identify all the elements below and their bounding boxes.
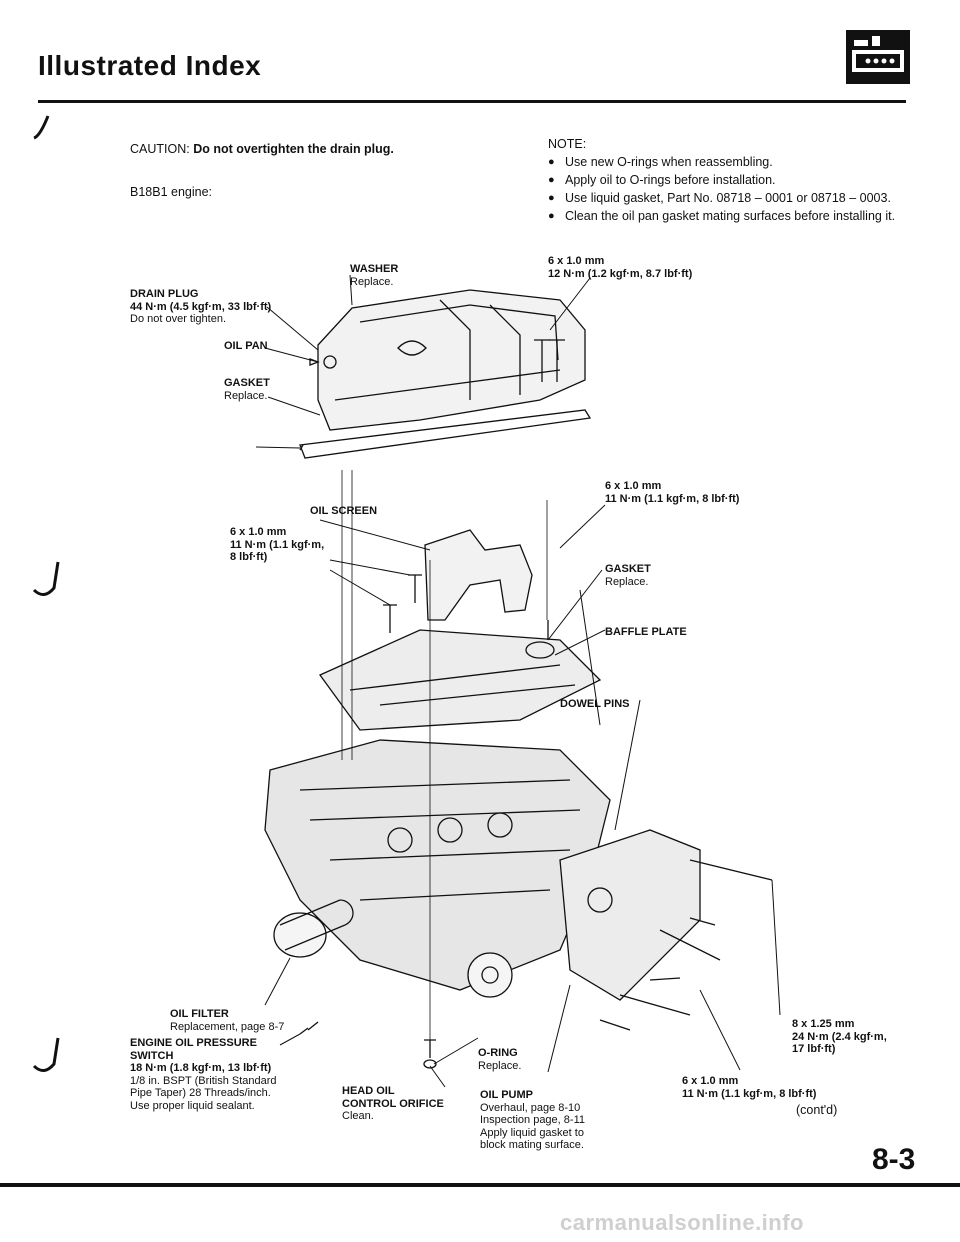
pump-bolt-label: 6 x 1.0 mm 11 N·m (1.1 kgf·m, 8 lbf·ft) xyxy=(682,1075,817,1100)
drain-plug-label: DRAIN PLUG 44 N·m (4.5 kgf·m, 33 lbf·ft)… xyxy=(130,288,272,325)
notes-block: NOTE: Use new O-rings when reassembling.… xyxy=(548,136,918,226)
page-title: Illustrated Index xyxy=(38,50,262,81)
watermark: carmanualsonline.info xyxy=(560,1210,804,1235)
oil-screen-label: OIL SCREEN xyxy=(310,505,378,517)
oil-screen-shape xyxy=(424,529,533,621)
notes-title: NOTE: xyxy=(548,137,587,151)
note-item: Use new O-rings when reassembling. xyxy=(548,154,918,170)
header-rule xyxy=(38,100,906,103)
baffle-plate-label: BAFFLE PLATE xyxy=(605,626,687,638)
pan-bolt-shape xyxy=(534,339,550,382)
note-item: Clean the oil pan gasket mating surfaces… xyxy=(548,208,918,224)
oil-pan-gasket-shape xyxy=(299,409,592,459)
leader-lines xyxy=(255,274,781,1088)
oil-filter-label: OIL FILTER Replacement, page 8-7 xyxy=(170,1008,285,1033)
note-item: Use liquid gasket, Part No. 08718 – 0001… xyxy=(548,190,918,206)
screen-gasket-shape xyxy=(525,641,555,659)
pump-bolt-shape xyxy=(689,859,773,881)
pan-bolt-label: 6 x 1.0 mm 12 N·m (1.2 kgf·m, 8.7 lbf·ft… xyxy=(548,255,693,280)
note-item: Apply oil to O-rings before installation… xyxy=(548,172,918,188)
dowel-pins-label: DOWEL PINS xyxy=(560,698,630,710)
washer-shape xyxy=(323,355,337,369)
oil-pump-shape xyxy=(559,829,701,1001)
8mm-bolt-label: 8 x 1.25 mm 24 N·m (2.4 kgf·m, 17 lbf·ft… xyxy=(792,1018,887,1055)
oil-filter-shape xyxy=(273,899,354,958)
orifice-label: HEAD OIL CONTROL ORIFICE Clean. xyxy=(342,1085,444,1122)
bottom-rule xyxy=(0,1183,960,1187)
continued-label: (cont'd) xyxy=(796,1103,838,1117)
margin-check-mark xyxy=(32,1037,60,1072)
caution-text: CAUTION: Do not overtighten the drain pl… xyxy=(130,142,394,156)
page-number: 8-3 xyxy=(872,1143,916,1176)
screen-bolt-left-label: 6 x 1.0 mm 11 N·m (1.1 kgf·m, 8 lbf·ft) xyxy=(230,526,325,563)
gear-shape xyxy=(467,952,513,998)
engine-label: B18B1 engine: xyxy=(130,185,213,199)
engine-section-icon xyxy=(846,30,910,84)
pressure-switch-shape xyxy=(299,1021,319,1035)
o-ring-label: O-RING Replace. xyxy=(478,1047,522,1072)
caution-message: Do not overtighten the drain plug. xyxy=(193,142,394,156)
screen-bolt-shape xyxy=(408,574,422,603)
orifice-shape xyxy=(424,1039,436,1058)
pan-gasket-label: GASKET Replace. xyxy=(224,377,270,402)
margin-check-mark xyxy=(32,561,60,596)
baffle-plate-shape xyxy=(319,629,602,731)
margin-check-mark xyxy=(33,115,50,140)
screen-bolt-right-label: 6 x 1.0 mm 11 N·m (1.1 kgf·m, 8 lbf·ft) xyxy=(605,480,740,505)
engine-block-shape xyxy=(264,739,611,991)
pressure-switch-label: ENGINE OIL PRESSURE SWITCH 18 N·m (1.8 k… xyxy=(130,1037,277,1112)
caution-label: CAUTION: xyxy=(130,142,190,156)
oil-pump-label: OIL PUMP Overhaul, page 8-10 Inspection … xyxy=(480,1089,585,1151)
oil-pan-shape xyxy=(317,289,586,431)
oil-pan-label: OIL PAN xyxy=(224,340,268,352)
screen-gasket-label: GASKET Replace. xyxy=(605,563,651,588)
washer-label: WASHER Replace. xyxy=(350,263,399,288)
